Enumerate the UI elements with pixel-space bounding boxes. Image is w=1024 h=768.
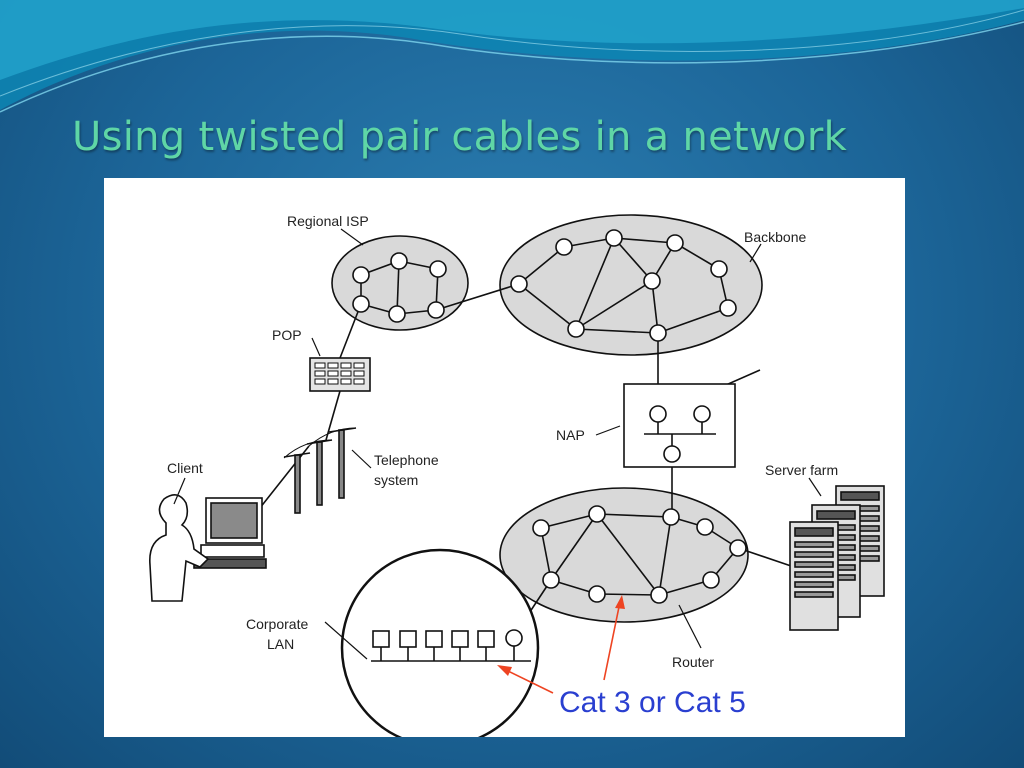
label-cable-type: Cat 3 or Cat 5	[559, 686, 746, 719]
label-client: Client	[167, 460, 203, 476]
client-workstation-icon	[149, 494, 267, 602]
label-server-farm: Server farm	[765, 462, 838, 478]
cable-callout-arrows	[497, 595, 625, 694]
network-diagram: Regional ISP Backbone POP NAP Client Tel…	[104, 178, 905, 737]
label-corporate-line1: Corporate	[246, 616, 308, 632]
pop-device	[309, 357, 371, 392]
label-telephone-line1: Telephone	[374, 452, 439, 468]
decorative-wave-header	[0, 0, 1024, 113]
label-pop: POP	[272, 327, 302, 343]
slide-title: Using twisted pair cables in a network	[72, 114, 848, 160]
label-pointers	[173, 228, 822, 660]
telephone-poles-icon	[283, 427, 357, 514]
label-router: Router	[672, 654, 714, 670]
corporate-lan	[340, 548, 540, 737]
label-corporate-line2: LAN	[267, 636, 294, 652]
backbone-cloud	[499, 214, 763, 356]
label-telephone-line2: system	[374, 472, 418, 488]
label-regional-isp: Regional ISP	[287, 213, 369, 229]
router-cloud	[499, 487, 749, 623]
router-nodes	[352, 229, 747, 604]
label-backbone: Backbone	[744, 229, 806, 245]
server-farm-icon	[789, 485, 885, 631]
label-nap: NAP	[556, 427, 585, 443]
